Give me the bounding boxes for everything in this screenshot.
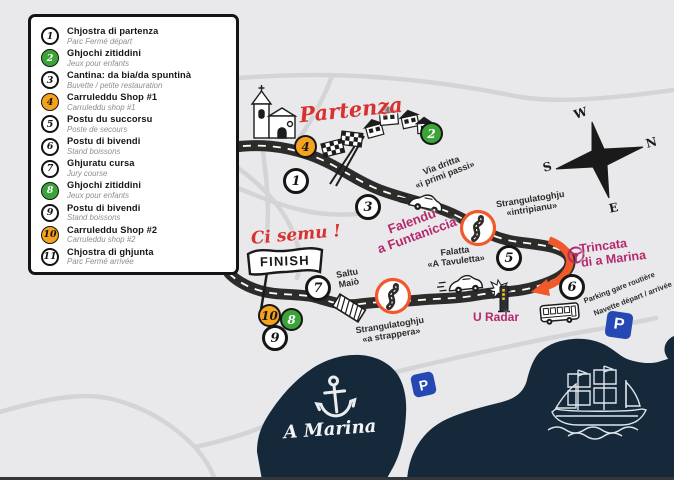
legend-sublabel: Parc Fermé arrivée [67,257,134,267]
legend-label: Carruleddu Shop #2 [67,224,158,235]
map-marker-1: 1 [283,168,309,194]
map-marker-6: 6 [559,274,585,300]
legend-sublabel: Jury course [67,169,108,179]
winding-road-icon [374,277,412,315]
checkered-flags-icon [320,130,365,187]
winding-road-icon [459,209,497,247]
legend-marker-8: 8 [41,181,59,200]
anchor-icon [314,375,357,418]
legend-marker-1: 1 [41,27,59,46]
legend-label: Postu du succorsu [67,114,153,125]
legend-sublabel: Jeux pour enfants [67,58,129,68]
label-u-radar: U Radar [472,310,519,324]
legend-label: Ghjochi zitiddini [67,47,142,58]
legend-label: Postu di bivendi [67,202,141,213]
legend-label: Cantina: da bia/da spuntinà [67,69,192,80]
map-marker-2: 2 [420,122,443,145]
harbor-blob [407,338,674,480]
radar-icon [486,278,512,313]
legend-sublabel: Carruleddu shop #1 [67,102,136,112]
legend-marker-10: 10 [41,225,59,244]
finish-banner: FINISH [246,247,324,311]
legend-sublabel: Stand boissons [67,147,121,157]
legend-marker-7: 7 [41,159,59,178]
bus-icon [539,302,580,325]
legend-marker-5: 5 [41,115,59,134]
legend-marker-9: 9 [41,203,59,222]
marina-blob [257,354,407,480]
legend-sublabel: Parc Fermé départ [67,36,132,46]
legend-sublabel: Stand boissons [67,213,121,223]
legend-marker-4: 4 [41,93,59,112]
bridge-icon [331,293,367,323]
legend-label: Chjostra di ghjunta [67,246,154,257]
legend-label: Postu di bivendi [67,136,141,147]
legend-marker-11: 11 [41,247,59,266]
ship-icon [547,365,647,440]
legend-label: Ghjochi zitiddini [67,180,142,191]
hairpin-arrow-icon [531,236,574,296]
map-marker-3: 3 [355,194,381,220]
steering-wheel-icon [567,246,585,264]
legend-sublabel: Buvette / petite restauration [67,80,163,90]
legend-sublabel: Jeux pour enfants [67,191,129,201]
map-marker-9: 9 [262,325,288,351]
legend-marker-3: 3 [41,71,59,90]
map-marker-4: 4 [294,135,317,158]
compass-rose-icon: W N E S [541,104,658,215]
legend-sublabel: Carruleddu shop #2 [67,235,136,245]
compass-n: N [644,134,658,150]
church-icon [250,85,298,139]
legend-marker-2: 2 [41,49,59,68]
legend-sublabel: Poste de secours [67,124,128,134]
parking-sign-icon: P [409,370,438,399]
legend-label: Chjostra di partenza [67,25,159,36]
map-marker-8: 8 [280,308,303,331]
legend-label: Ghjuratu cursa [67,158,135,169]
map-bottom-edge [0,477,674,480]
finish-banner-text: FINISH [260,253,310,270]
map-marker-7: 7 [305,275,331,301]
compass-s: S [541,159,553,175]
map-marker-10: 10 [258,304,281,327]
compass-w: W [571,104,590,122]
map-marker-5: 5 [496,245,522,271]
legend-marker-6: 6 [41,137,59,156]
compass-e: E [608,200,620,216]
legend-label: Carruleddu Shop #1 [67,92,158,103]
parking-sign-icon: P [604,310,634,340]
water-area [257,336,674,480]
